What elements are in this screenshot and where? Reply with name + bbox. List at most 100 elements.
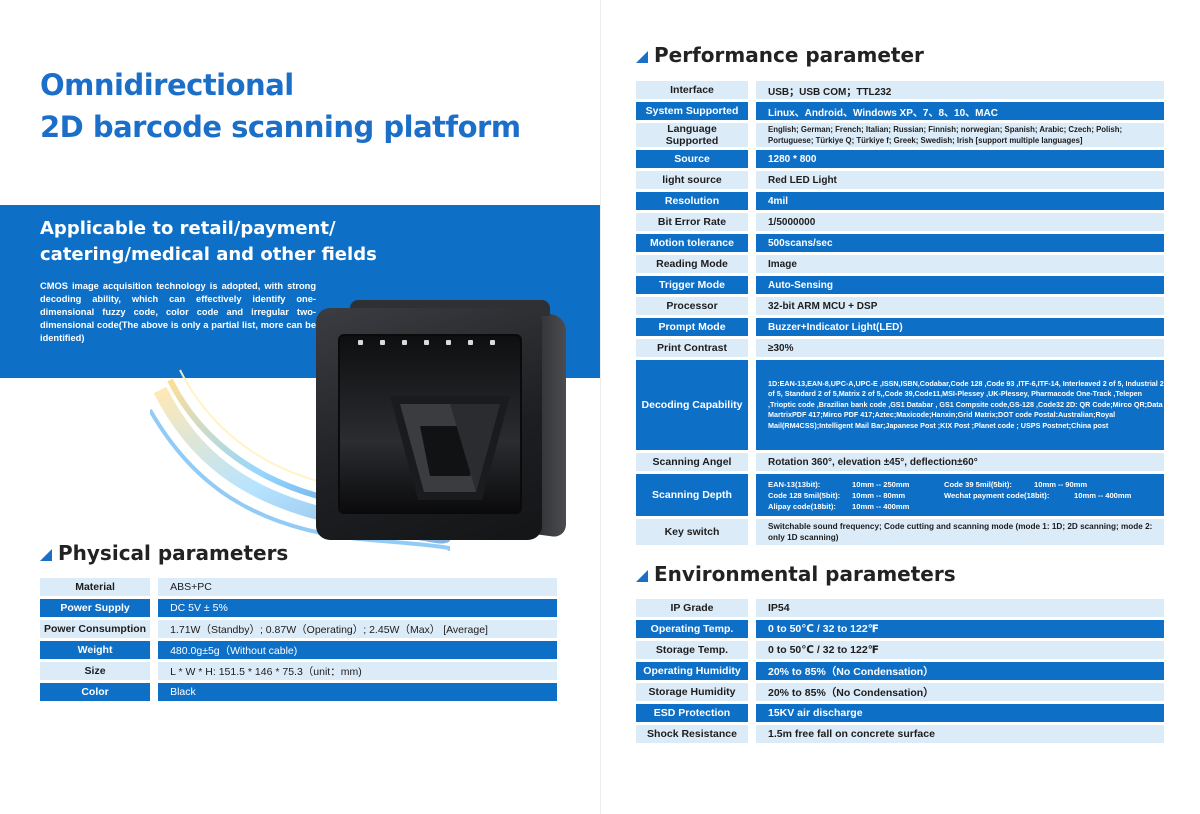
section-triangle-icon: [40, 549, 52, 561]
param-value: L * W * H: 151.5 * 146 * 75.3（unit：mm): [158, 662, 557, 680]
environmental-title-text: Environmental parameters: [654, 562, 956, 586]
param-value: ≥30%: [756, 339, 1164, 357]
param-value: DC 5V ± 5%: [158, 599, 557, 617]
param-value: English; German; French; Italian; Russia…: [756, 123, 1164, 147]
led-indicator: [380, 340, 385, 345]
scanner-body: [316, 308, 542, 540]
param-key: light source: [636, 171, 748, 189]
param-value: Rotation 360°, elevation ±45°, deflectio…: [756, 453, 1164, 471]
banner-heading-line2: catering/medical and other fields: [40, 244, 377, 265]
param-value: 1D:EAN-13,EAN-8,UPC-A,UPC-E ,ISSN,ISBN,C…: [756, 360, 1164, 450]
environmental-section-title: Environmental parameters: [636, 562, 956, 586]
led-indicator: [358, 340, 363, 345]
table-row: Power Supply DC 5V ± 5%: [40, 599, 557, 617]
param-value: ABS+PC: [158, 578, 557, 596]
param-key: Language Supported: [636, 123, 748, 147]
scanning-depth-grid: EAN-13(13bit): 10mm -- 250mm Code 39 5mi…: [768, 479, 1164, 512]
param-key: Power Consumption: [40, 620, 151, 638]
table-row: Operating Temp. 0 to 50℃ / 32 to 122℉: [636, 620, 1164, 638]
param-value: Buzzer+Indicator Light(LED): [756, 318, 1164, 336]
param-key: Processor: [636, 297, 748, 315]
param-value: 1/5000000: [756, 213, 1164, 231]
left-page: Omnidirectional 2D barcode scanning plat…: [0, 68, 600, 704]
table-row: Scanning Angel Rotation 360°, elevation ±…: [636, 453, 1164, 471]
param-key: System Supported: [636, 102, 748, 120]
depth-range: 10mm -- 400mm: [852, 501, 910, 511]
param-key: ESD Protection: [636, 704, 748, 722]
param-key: Source: [636, 150, 748, 168]
param-key: Trigger Mode: [636, 276, 748, 294]
param-key: Scanning Angel: [636, 453, 748, 471]
param-key: Key switch: [636, 519, 748, 545]
param-value: 4mil: [756, 192, 1164, 210]
physical-parameters-table: Material ABS+PC Power Supply DC 5V ± 5% Po…: [40, 575, 557, 704]
table-row: Language Supported English; German; Frenc…: [636, 123, 1164, 147]
led-indicator: [424, 340, 429, 345]
param-value: 0 to 50℃ / 32 to 122℉: [756, 620, 1164, 638]
param-key: Reading Mode: [636, 255, 748, 273]
param-key: Color: [40, 683, 151, 701]
table-row: Scanning Depth EAN-13(13bit): 10mm -- 25…: [636, 474, 1164, 516]
param-value: IP54: [756, 599, 1164, 617]
param-key: Scanning Depth: [636, 474, 748, 516]
table-row: Print Contrast≥30%: [636, 339, 1164, 357]
param-value: USB；USB COM；TTL232: [756, 81, 1164, 99]
param-value: Switchable sound frequency; Code cutting…: [756, 519, 1164, 545]
physical-title-text: Physical parameters: [58, 541, 289, 565]
param-value: 20% to 85%（No Condensation）: [756, 683, 1164, 701]
param-key: Bit Error Rate: [636, 213, 748, 231]
param-key: Operating Temp.: [636, 620, 748, 638]
param-key: Decoding Capability: [636, 360, 748, 450]
table-row: Operating Humidity 20% to 85%（No Condensa…: [636, 662, 1164, 680]
param-key: Motion tolerance: [636, 234, 748, 252]
depth-label: EAN-13(13bit):: [768, 479, 821, 489]
scanner-product-image: [316, 300, 566, 542]
param-key: Operating Humidity: [636, 662, 748, 680]
param-key: Interface: [636, 81, 748, 99]
param-value: 20% to 85%（No Condensation）: [756, 662, 1164, 680]
table-row: Material ABS+PC: [40, 578, 557, 596]
param-key: Storage Temp.: [636, 641, 748, 659]
param-value: 1280 * 800: [756, 150, 1164, 168]
depth-label: Alipay code(18bit):: [768, 501, 836, 511]
depth-label: Code 128 5mil(5bit):: [768, 490, 841, 500]
param-key: Power Supply: [40, 599, 151, 617]
param-key: IP Grade: [636, 599, 748, 617]
param-value: 0 to 50℃ / 32 to 122℉: [756, 641, 1164, 659]
param-value: Red LED Light: [756, 171, 1164, 189]
table-row: Bit Error Rate 1/5000000: [636, 213, 1164, 231]
param-value: 480.0g±5g（Without cable): [158, 641, 557, 659]
depth-range: 10mm -- 250mm: [852, 479, 910, 489]
physical-section-title: Physical parameters: [40, 541, 288, 565]
led-indicator: [490, 340, 495, 345]
scanner-prism: [390, 396, 510, 500]
performance-title-text: Performance parameter: [654, 43, 924, 67]
table-row: light source Red LED Light: [636, 171, 1164, 189]
scanning-depth-value: EAN-13(13bit): 10mm -- 250mm Code 39 5mi…: [756, 474, 1164, 516]
depth-range: 10mm -- 90mm: [1034, 479, 1088, 489]
param-value: 1.71W（Standby）; 0.87W（Operating）; 2.45W（…: [158, 620, 557, 638]
table-row: Key switch Switchable sound frequency; Co…: [636, 519, 1164, 545]
table-row: Source 1280 * 800: [636, 150, 1164, 168]
table-row: Power Consumption 1.71W（Standby）; 0.87W（O…: [40, 620, 557, 638]
param-value: 500scans/sec: [756, 234, 1164, 252]
led-indicator: [468, 340, 473, 345]
led-indicator: [402, 340, 407, 345]
param-key: Material: [40, 578, 151, 596]
table-row: Motion tolerance 500scans/sec: [636, 234, 1164, 252]
section-triangle-icon: [636, 51, 648, 63]
environmental-parameters-table: IP Grade IP54 Operating Temp. 0 to 50℃ / 3…: [636, 596, 1164, 746]
product-title-line2: 2D barcode scanning platform: [40, 110, 521, 144]
table-row: Storage Temp. 0 to 50℃ / 32 to 122℉: [636, 641, 1164, 659]
